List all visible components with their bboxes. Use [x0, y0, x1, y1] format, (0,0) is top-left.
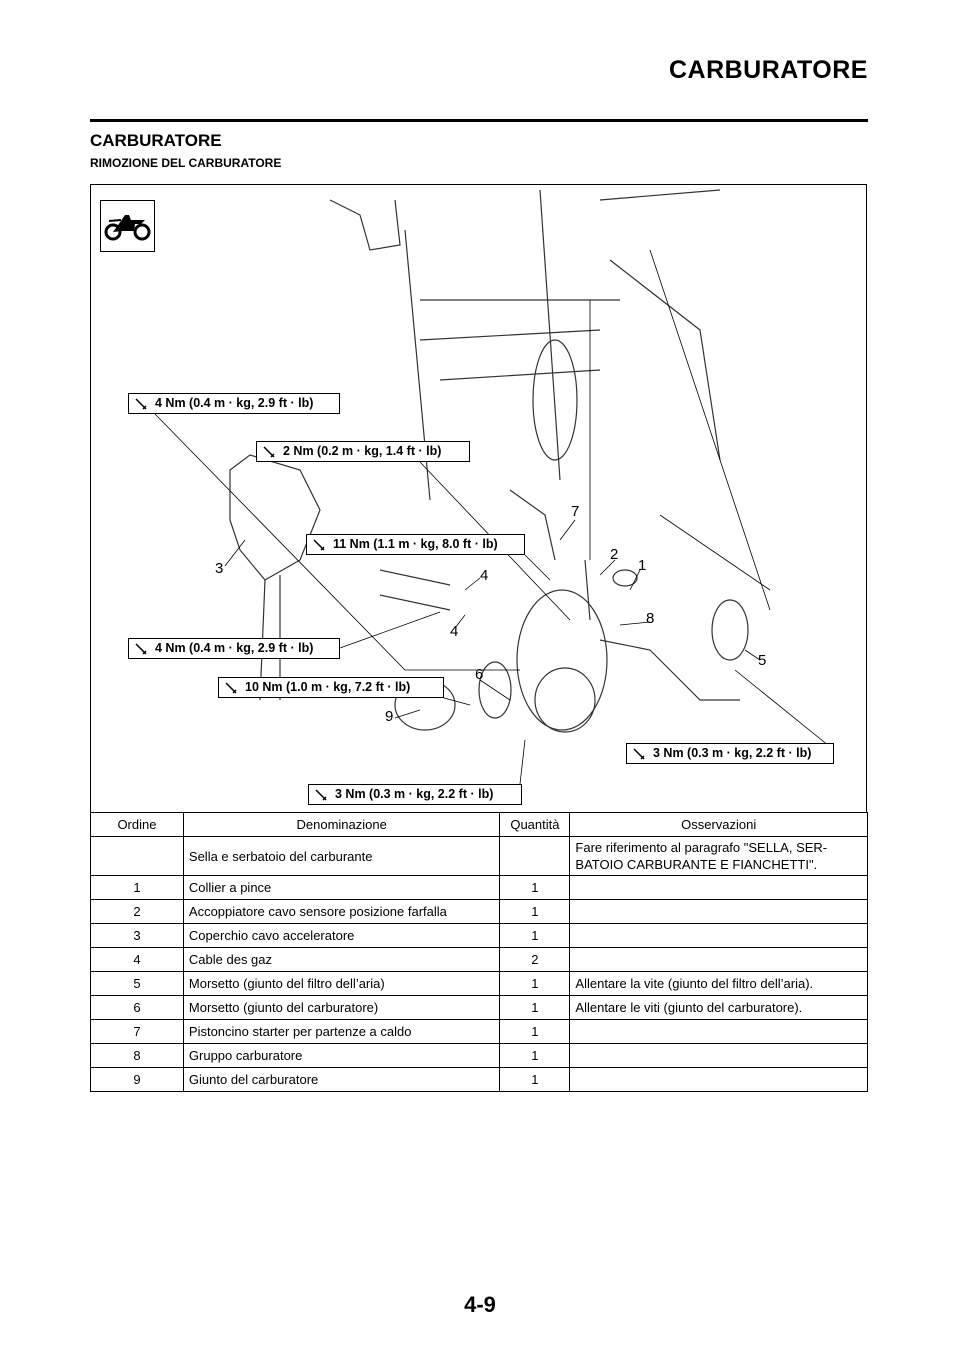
table-cell — [569, 923, 868, 948]
callout-number: 7 — [571, 503, 580, 520]
wrench-icon — [313, 539, 325, 551]
section-subtitle: RIMOZIONE DEL CARBURATORE — [90, 156, 282, 170]
table-cell: Fare riferimento al paragrafo "SELLA, SE… — [569, 836, 868, 876]
table-cell: 1 — [499, 1043, 571, 1068]
column-header: Ordine — [90, 812, 184, 837]
torque-label: 2 Nm (0.2 m · kg, 1.4 ft · lb) — [256, 441, 470, 462]
table-cell: 3 — [90, 923, 184, 948]
table-cell — [499, 836, 571, 876]
torque-label: 4 Nm (0.4 m · kg, 2.9 ft · lb) — [128, 393, 340, 414]
table-cell: Allentare le viti (giunto del carburator… — [569, 995, 868, 1020]
table-cell: Collier a pince — [182, 875, 501, 900]
table-cell: Morsetto (giunto del carburatore) — [182, 995, 501, 1020]
table-cell: 1 — [90, 875, 184, 900]
table-cell — [569, 947, 868, 972]
table-cell: 1 — [499, 1019, 571, 1044]
wrench-icon — [315, 789, 327, 801]
header-rule — [90, 119, 868, 122]
page-number: 4-9 — [464, 1292, 496, 1317]
wrench-icon — [633, 748, 645, 760]
table-cell: 2 — [499, 947, 571, 972]
table-cell: Accoppiatore cavo sensore posizione farf… — [182, 899, 501, 924]
table-cell — [569, 1067, 868, 1092]
table-cell: 1 — [499, 875, 571, 900]
table-cell: Pistoncino starter per partenze a caldo — [182, 1019, 501, 1044]
table-cell: 1 — [499, 899, 571, 924]
table-cell: Coperchio cavo acceleratore — [182, 923, 501, 948]
table-cell: 6 — [90, 995, 184, 1020]
torque-label: 10 Nm (1.0 m · kg, 7.2 ft · lb) — [218, 677, 444, 698]
parts-table: Ordine Denominazione Quantità Osservazio… — [90, 812, 868, 1092]
table-row: Sella e serbatoio del carburante Fare rif… — [90, 836, 868, 876]
table-cell — [569, 899, 868, 924]
table-cell: 4 — [90, 947, 184, 972]
table-cell: 2 — [90, 899, 184, 924]
table-cell: Gruppo carburatore — [182, 1043, 501, 1068]
table-cell: Morsetto (giunto del filtro dell’aria) — [182, 971, 501, 996]
header-title: CARBURATORE — [668, 56, 868, 84]
torque-label: 3 Nm (0.3 m · kg, 2.2 ft · lb) — [308, 784, 522, 805]
callout-number: 5 — [758, 652, 767, 669]
wrench-icon — [135, 398, 147, 410]
column-header: Osservazioni — [569, 812, 868, 837]
table-cell: Giunto del carburatore — [182, 1067, 501, 1092]
table-cell — [569, 1019, 868, 1044]
table-cell: 5 — [90, 971, 184, 996]
table-cell: 1 — [499, 971, 571, 996]
torque-label: 3 Nm (0.3 m · kg, 2.2 ft · lb) — [626, 743, 834, 764]
wrench-icon — [263, 446, 275, 458]
callout-number: 2 — [610, 546, 619, 563]
column-header: Denominazione — [182, 812, 501, 837]
callout-number: 9 — [385, 708, 394, 725]
callout-number: 3 — [215, 560, 224, 577]
table-cell: 1 — [499, 1067, 571, 1092]
section-title: CARBURATORE — [90, 131, 222, 150]
table-cell: Allentare la vite (giunto del filtro del… — [569, 971, 868, 996]
table-cell: Sella e serbatoio del carburante — [182, 836, 501, 876]
table-cell: 9 — [90, 1067, 184, 1092]
table-header-row: Ordine Denominazione Quantità Osservazio… — [90, 812, 868, 837]
motorcycle-icon — [100, 200, 155, 252]
table-cell: 1 — [499, 923, 571, 948]
callout-number: 4 — [450, 623, 459, 640]
exploded-diagram — [90, 184, 867, 812]
table-cell: Cable des gaz — [182, 947, 501, 972]
callout-number: 1 — [638, 557, 647, 574]
wrench-icon — [225, 682, 237, 694]
callout-number: 4 — [480, 567, 489, 584]
table-cell: 8 — [90, 1043, 184, 1068]
torque-label: 11 Nm (1.1 m · kg, 8.0 ft · lb) — [306, 534, 525, 555]
table-cell — [569, 1043, 868, 1068]
table-cell: 7 — [90, 1019, 184, 1044]
torque-label: 4 Nm (0.4 m · kg, 2.9 ft · lb) — [128, 638, 340, 659]
wrench-icon — [135, 643, 147, 655]
table-cell — [569, 875, 868, 900]
callout-number: 8 — [646, 610, 655, 627]
table-cell: 1 — [499, 995, 571, 1020]
table-cell — [90, 836, 184, 876]
column-header: Quantità — [499, 812, 571, 837]
callout-number: 6 — [475, 666, 484, 683]
